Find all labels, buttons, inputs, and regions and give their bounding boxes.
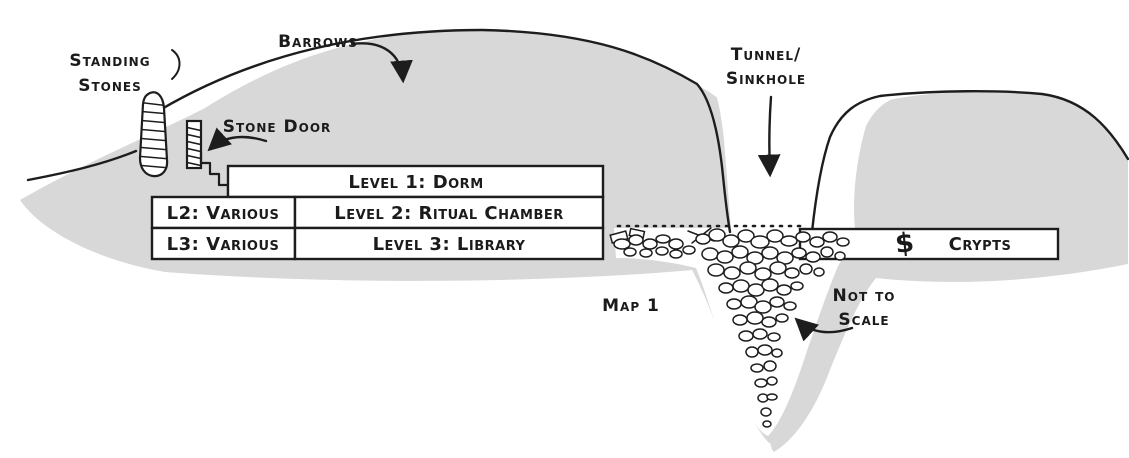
stone-door-label: Stone Door xyxy=(223,117,332,137)
standing-stones-label-line2: Stones xyxy=(78,76,142,96)
right-mound-outline xyxy=(810,90,1129,234)
level-3-label: Level 3: Library xyxy=(373,234,526,255)
tunnel-arrow xyxy=(757,95,781,178)
level-1-label: Level 1: Dorm xyxy=(348,172,483,193)
treasure-symbol: $ xyxy=(894,227,916,260)
annotation-arrows xyxy=(171,42,854,342)
level-2-annex-box xyxy=(150,195,297,230)
not-to-scale-label-line1: Not to xyxy=(833,286,896,306)
right-mound-wash xyxy=(770,91,1128,452)
barrows-arrow xyxy=(350,42,413,84)
rubble-rocks xyxy=(609,227,850,428)
crypts-label: Crypts xyxy=(949,234,1012,255)
text-labels: Standing Stones Barrows Stone Door Tunne… xyxy=(69,32,1012,330)
level-2-label: Level 2: Ritual Chamber xyxy=(334,203,564,224)
level-3-box xyxy=(293,226,605,261)
standing-stones-label-line1: Standing xyxy=(69,51,150,71)
level-3-annex-label: L3: Various xyxy=(167,234,280,255)
not-to-scale-arrow xyxy=(794,317,854,342)
entrance-steps xyxy=(199,150,230,198)
standing-stones-flourish xyxy=(171,49,181,80)
stone-door-drawing xyxy=(185,119,230,198)
standing-stone-hatching xyxy=(140,101,168,169)
tunnel-label-line2: Sinkhole xyxy=(726,69,806,89)
barrows-label: Barrows xyxy=(278,32,358,52)
standing-stone xyxy=(138,91,169,178)
left-ground-line xyxy=(26,149,138,182)
barrow-mound-outline xyxy=(158,28,732,234)
not-to-scale-label-line2: Scale xyxy=(838,310,889,330)
level-1-box xyxy=(226,164,605,199)
stone-door-arrow xyxy=(207,127,268,152)
map-number-label: Map 1 xyxy=(602,296,660,316)
level-boxes xyxy=(150,164,1060,261)
terrain-outlines xyxy=(26,28,1129,234)
tunnel-label-line1: Tunnel/ xyxy=(731,45,801,65)
level-2-annex-label: L2: Various xyxy=(167,203,280,224)
level-3-annex-box xyxy=(150,226,297,261)
